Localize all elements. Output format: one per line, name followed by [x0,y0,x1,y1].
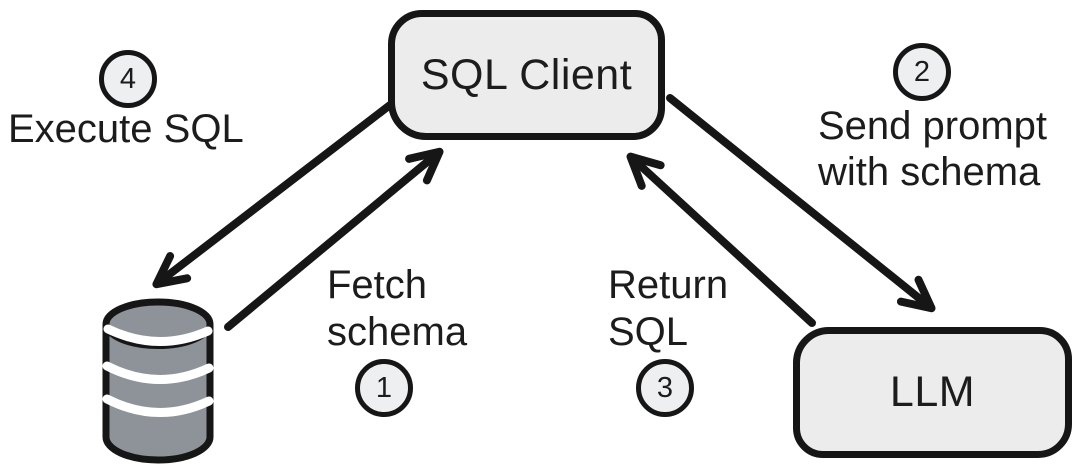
step-1-number: 1 [375,371,393,404]
step-2-badge: 2 [893,43,951,101]
step-4-number: 4 [119,62,137,95]
step-3-number: 3 [656,371,674,404]
step-3-badge: 3 [636,359,694,417]
fetch-schema-label: Fetch schema [327,263,468,355]
send-prompt-label: Send prompt with schema [818,104,1048,194]
step-4-badge: 4 [99,50,157,108]
llm-node: LLM [793,327,1072,458]
send-prompt-arrow [666,94,936,313]
return-sql-arrow [626,152,816,327]
step-2-number: 2 [913,55,931,88]
step-1-badge: 1 [355,359,413,417]
return-sql-label: Return SQL [608,263,729,355]
database-cylinder-icon [102,298,214,464]
execute-sql-label: Execute SQL [8,107,244,151]
sql-client-node: SQL Client [388,10,665,140]
execute-sql-arrow [152,101,394,289]
fetch-schema-arrow [224,147,444,331]
sql-client-label: SQL Client [420,50,633,99]
llm-label: LLM [889,368,976,416]
